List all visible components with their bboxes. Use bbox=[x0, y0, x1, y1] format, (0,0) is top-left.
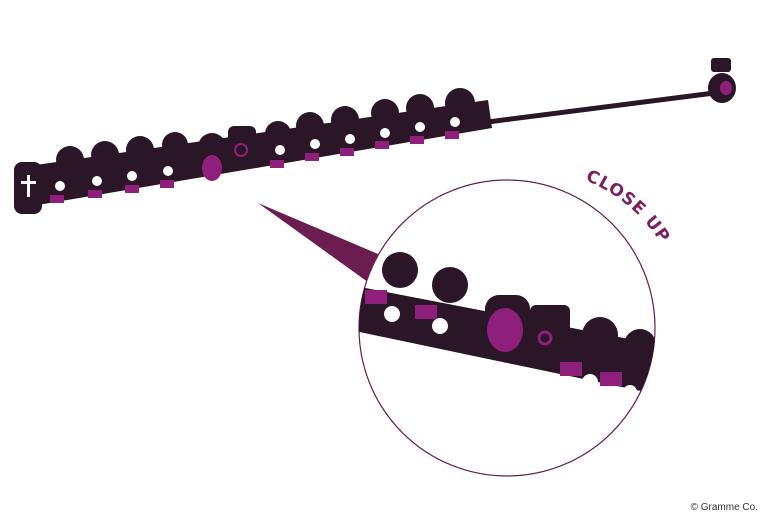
garland-strip bbox=[14, 88, 492, 214]
zoom-pointer bbox=[258, 203, 378, 285]
stick-ornament bbox=[708, 58, 736, 103]
copyright-text: © Gramme Co. bbox=[690, 502, 758, 513]
closeup-detail bbox=[359, 252, 655, 399]
stick bbox=[477, 89, 725, 126]
